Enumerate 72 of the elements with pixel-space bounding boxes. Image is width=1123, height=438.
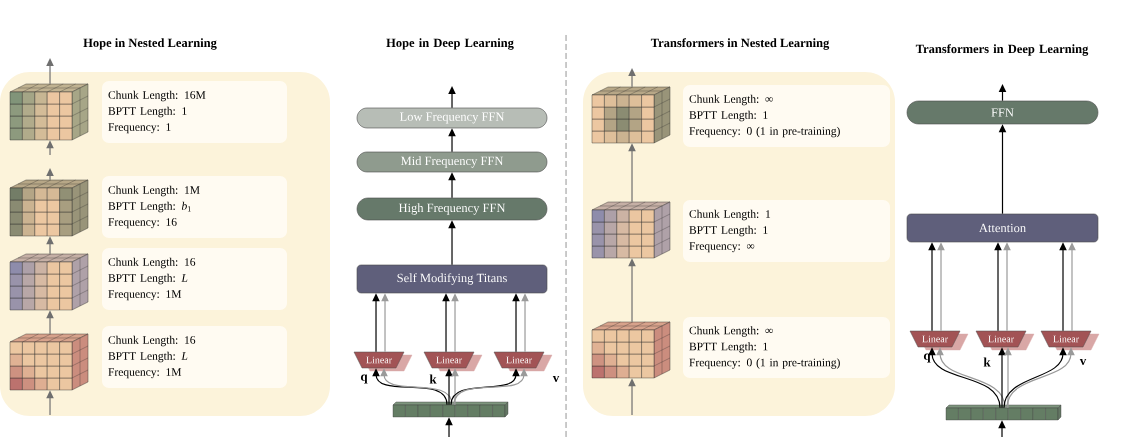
- info-card: Chunk Length: 1M BPTT Length: b$_{1}$ Frequency: 16: [102, 176, 287, 238]
- arrow: [380, 368, 453, 406]
- vector-label: v: [1079, 358, 1087, 366]
- arrow: [1004, 347, 1012, 409]
- arrow: [1006, 347, 1075, 409]
- arrow: [448, 128, 456, 153]
- layer-pill: FFN: [906, 100, 1099, 125]
- arrow: [628, 258, 636, 323]
- arrow: [372, 293, 380, 353]
- arrow: [448, 220, 456, 266]
- embedding-bar: [392, 401, 509, 418]
- info-card: Chunk Length: 1 BPTT Length: 1 Frequency: ∞: [683, 200, 890, 262]
- vector-label: k: [429, 374, 437, 384]
- cube-stack-drawing: [9, 333, 89, 391]
- arrow: [994, 242, 1002, 332]
- layer-block: Self Modifying Titans: [356, 264, 548, 294]
- arrow: [46, 58, 54, 85]
- arrow: [46, 390, 54, 416]
- column-title: Hope in Deep Learning: [386, 38, 514, 50]
- info-card: Chunk Length: 16 BPTT Length: L Frequency: 1M: [102, 326, 287, 388]
- panel-title: Hope in Nested Learning: [83, 38, 217, 50]
- arrow: [628, 68, 636, 88]
- arrow: [381, 293, 389, 353]
- arrow: [46, 168, 54, 181]
- cube-stack-drawing: [591, 201, 671, 259]
- arrow: [1068, 242, 1076, 332]
- vector-label: q: [923, 353, 931, 363]
- arrow: [445, 368, 453, 406]
- arrow: [998, 124, 1007, 215]
- arrow: [451, 293, 459, 353]
- info-card: Chunk Length: 16 BPTT Length: L Frequency: 1M: [102, 248, 287, 310]
- arrow: [928, 242, 936, 332]
- arrow: [928, 347, 1001, 409]
- arrow: [998, 347, 1006, 409]
- arrow: [451, 368, 459, 406]
- layer-pill: Mid Frequency FFN: [356, 151, 548, 173]
- arrow: [1003, 242, 1011, 332]
- arrow: [46, 236, 54, 255]
- embedding-bar: [945, 404, 1062, 421]
- info-card: Chunk Length: ∞ BPTT Length: 1 Frequency: 0 (1 in pre-training): [683, 317, 890, 378]
- arrow: [372, 368, 448, 406]
- cube-stack-drawing: [591, 86, 671, 144]
- arrow: [1003, 347, 1067, 409]
- arrow: [512, 293, 520, 353]
- arrow: [628, 143, 636, 203]
- layer-block: Attention: [906, 213, 1099, 243]
- arrow: [445, 417, 453, 438]
- layer-pill: Low Frequency FFN: [356, 107, 548, 129]
- arrow: [448, 86, 456, 109]
- arrow: [937, 242, 945, 332]
- arrow: [448, 172, 456, 199]
- vector-label: q: [360, 374, 368, 384]
- arrow: [628, 378, 636, 416]
- arrow: [998, 84, 1007, 102]
- arrow: [1059, 242, 1067, 332]
- cube-stack-drawing: [9, 253, 89, 311]
- vector-label: k: [983, 357, 991, 367]
- cube-stack-drawing: [9, 179, 89, 237]
- cube-stack-drawing: [9, 83, 89, 141]
- info-card: Chunk Length: 16M BPTT Length: 1 Frequency: 1: [102, 81, 287, 143]
- panel-title: Transformers in Nested Learning: [650, 38, 830, 50]
- arrow: [46, 140, 54, 156]
- cube-stack-drawing: [591, 321, 671, 379]
- arrow: [442, 293, 450, 353]
- info-card: Chunk Length: ∞ BPTT Length: 1 Frequency: 0 (1 in pre-training): [683, 85, 890, 147]
- arrow: [936, 347, 1006, 409]
- column-title: Transformers in Deep Learning: [915, 44, 1089, 56]
- vector-label: v: [552, 375, 560, 383]
- layer-pill: High Frequency FFN: [356, 197, 548, 221]
- arrow: [521, 293, 529, 353]
- arrow: [46, 310, 54, 335]
- arrow: [998, 420, 1006, 438]
